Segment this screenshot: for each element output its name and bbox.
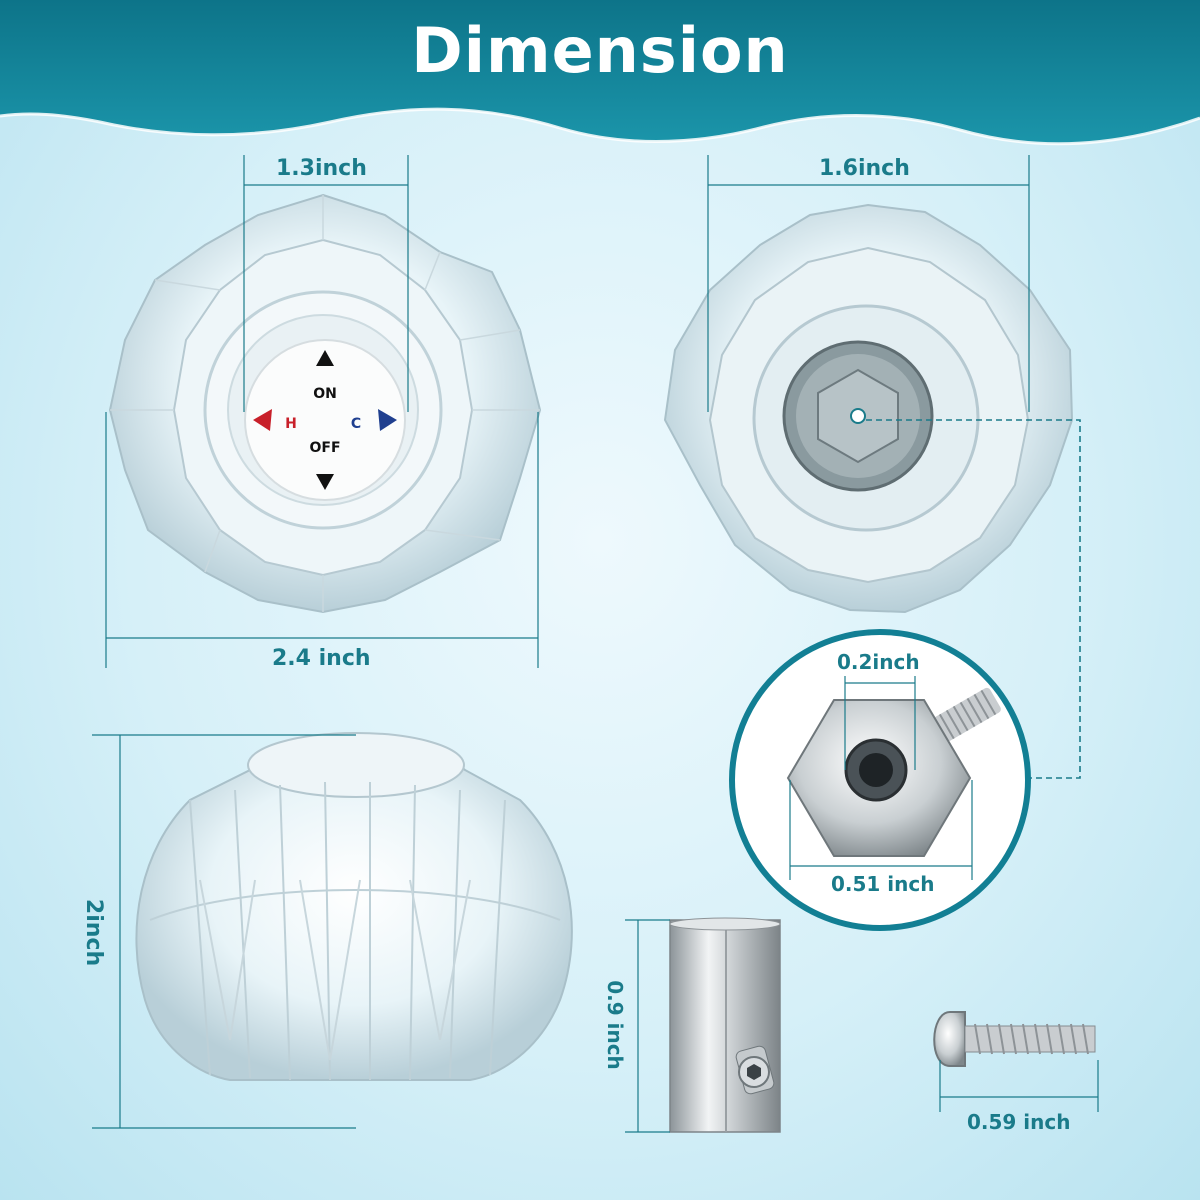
header-banner <box>0 0 1200 146</box>
knob-side-view <box>92 732 573 1129</box>
screw <box>933 1011 1099 1112</box>
knob-top-view: ON OFF H C <box>108 193 542 614</box>
hex-adapter-side <box>625 917 781 1133</box>
knob-bottom-view <box>663 203 1074 614</box>
knob-top-inner-dimension: 1.3inch <box>276 156 367 181</box>
arrow-down-icon <box>316 474 334 490</box>
page-title: Dimension <box>411 14 789 87</box>
dimension-lines-knob-top <box>105 155 539 668</box>
adapter-screw-thread <box>929 687 1001 745</box>
dial-hot-label: H <box>285 416 297 432</box>
adapter-hole-dimension: 0.2inch <box>837 650 920 674</box>
arrow-up-icon <box>316 350 334 366</box>
adapter-length-dimension: 0.9 inch <box>602 980 627 1070</box>
adapter-zoom-circle <box>729 629 1031 931</box>
dial-off-label: OFF <box>309 440 340 456</box>
knob-width-dimension: 2.4 inch <box>272 646 371 671</box>
dial-on-label: ON <box>313 386 337 402</box>
dial-cap <box>244 339 406 501</box>
knob-height-dimension: 2inch <box>81 898 107 967</box>
adapter-width-dimension: 0.51 inch <box>831 872 935 896</box>
arrow-right-cold-icon <box>378 409 397 431</box>
arrow-left-hot-icon <box>253 409 272 431</box>
screw-length-dimension: 0.59 inch <box>967 1110 1071 1134</box>
dimension-lines-knob-bottom <box>707 155 1081 779</box>
dial-cold-label: C <box>351 416 361 432</box>
knob-bottom-inner-dimension: 1.6inch <box>819 156 910 181</box>
